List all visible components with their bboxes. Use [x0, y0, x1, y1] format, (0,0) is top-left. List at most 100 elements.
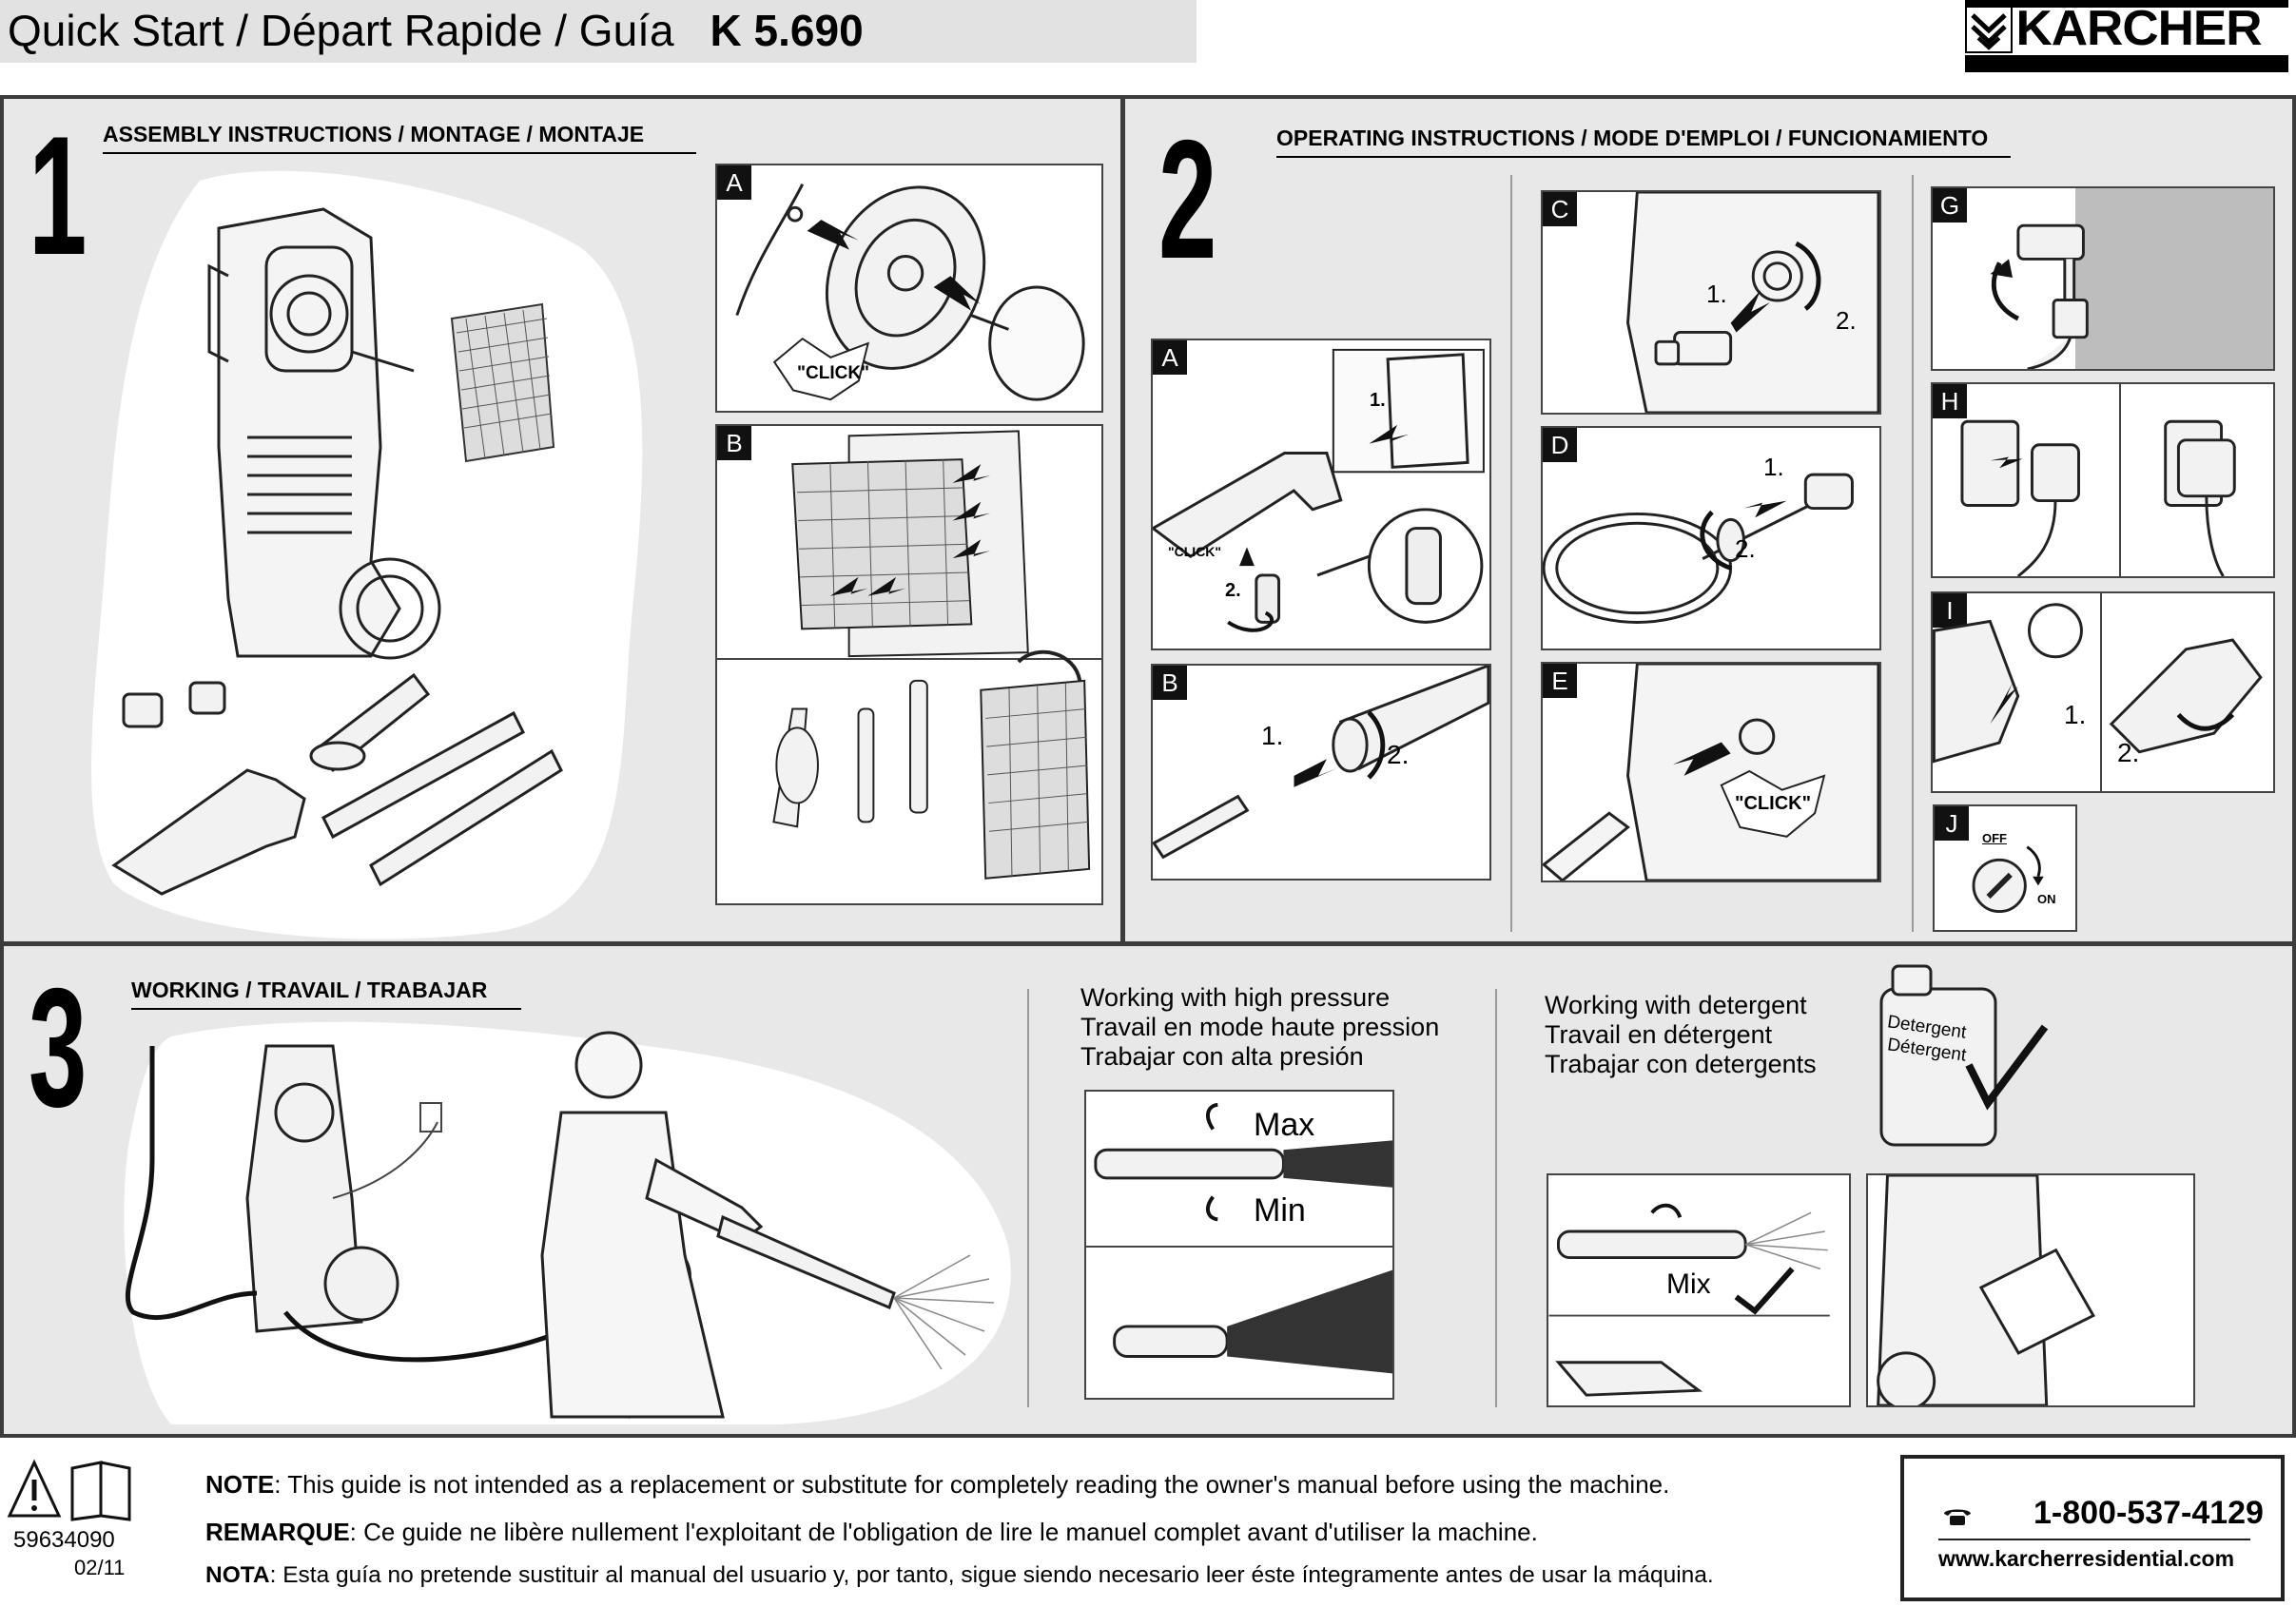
detergent-fill-panel	[1866, 1173, 2195, 1407]
heading-underline	[103, 152, 696, 154]
operating-heading: OPERATING INSTRUCTIONS / MODE D'EMPLOI /…	[1276, 126, 2011, 158]
mix-label: Mix	[1666, 1268, 1711, 1300]
operating-panel-b: B 1. 2.	[1151, 664, 1491, 881]
high-pressure-hose-illustration	[1543, 664, 1879, 881]
header-band	[0, 0, 1197, 63]
pressure-regulation-illustration	[1094, 1102, 1392, 1374]
assembly-heading-text: ASSEMBLY INSTRUCTIONS / MONTAGE / MONTAJ…	[103, 122, 645, 146]
wheel-assembly-illustration	[735, 184, 1085, 401]
operating-panel-c: C 1. 2.	[1541, 190, 1881, 415]
on-label: ON	[2037, 892, 2056, 906]
detergent-mix-panel: Mix	[1547, 1173, 1851, 1407]
column-rule-4	[1495, 989, 1497, 1407]
heading-underline	[1276, 156, 2011, 158]
column-rule-1	[1510, 175, 1512, 932]
gun-connection-illustration	[1153, 348, 1485, 632]
logo-bar-top	[1965, 0, 2288, 8]
click-callout: "CLICK"	[1168, 544, 1222, 559]
high-pressure-caption-en: Working with high pressure	[1080, 983, 1391, 1012]
revision-date: 02/11	[74, 1556, 126, 1579]
note-es-label: NOTA	[205, 1562, 270, 1588]
note-french: REMARQUE: Ce guide ne libère nullement l…	[205, 1518, 1538, 1546]
operating-panel-d: D 1. 2.	[1541, 426, 1881, 650]
note-fr-text: : Ce guide ne libère nullement l'exploit…	[349, 1518, 1538, 1546]
phone-number[interactable]: 1-800-537-4129	[2033, 1495, 2264, 1531]
column-rule-2	[1912, 175, 1914, 932]
water-inlet-illustration	[1626, 192, 1879, 413]
wall-shading	[2075, 188, 2273, 369]
column-rule-3	[1027, 989, 1029, 1407]
working-heading-text: WORKING / TRAVAIL / TRABAJAR	[131, 978, 488, 1002]
operating-panel-h: H	[1931, 382, 2275, 578]
operator-illustration	[124, 1021, 1011, 1424]
max-label: Max	[1254, 1107, 1315, 1143]
step-2-label: 2.	[2117, 738, 2140, 767]
detergent-pour-illustration	[1877, 1175, 2095, 1405]
brand-name: KÄRCHER	[2015, 1, 2262, 56]
power-plug-illustration	[1960, 419, 2236, 576]
working-heading: WORKING / TRAVAIL / TRABAJAR	[131, 978, 521, 1010]
note-fr-label: REMARQUE	[205, 1518, 350, 1546]
panel-label-g: G	[1933, 188, 1967, 223]
phone-icon	[1944, 1509, 1971, 1525]
section-number-2: 2	[1158, 105, 1217, 294]
pressure-panel-separator	[1086, 1246, 1392, 1248]
note-spanish: NOTA: Esta guía no pretende sustituir al…	[205, 1561, 1714, 1590]
click-callout: "CLICK"	[1735, 793, 1812, 814]
operating-panel-j: J OFF ON	[1933, 804, 2077, 932]
panel-label-e: E	[1543, 664, 1577, 698]
model-number: K 5.690	[710, 6, 864, 55]
panel-label-a: A	[1153, 340, 1187, 375]
lance-connection-illustration	[1153, 666, 1489, 860]
section-divider-vertical	[1120, 99, 1125, 945]
step-1-label: 1.	[2064, 700, 2087, 729]
assembly-panel-b: B	[715, 424, 1103, 905]
website-link[interactable]: www.karcherresidential.com	[1938, 1546, 2235, 1571]
panel-label-i: I	[1933, 593, 1967, 628]
contact-box: 1-800-537-4129 www.karcherresidential.co…	[1900, 1455, 2285, 1601]
note-english: NOTE: This guide is not intended as a re…	[205, 1470, 1669, 1499]
note-es-text: : Esta guía no pretende sustituir al man…	[269, 1562, 1714, 1588]
panel-i-separator	[2100, 593, 2102, 791]
step-1-label: 1.	[1370, 390, 1386, 411]
assembly-heading: ASSEMBLY INSTRUCTIONS / MONTAGE / MONTAJ…	[103, 122, 696, 154]
panel-label-c: C	[1543, 192, 1577, 226]
panel-label-b: B	[717, 426, 751, 460]
pressure-adjust-panel: Max Min	[1084, 1090, 1394, 1400]
machine-parts-illustration	[91, 170, 643, 939]
detergent-caption-es: Trabajar con detergents	[1545, 1050, 1817, 1078]
power-switch-illustration	[1972, 845, 2044, 914]
net-bag-attachment-illustration	[772, 430, 1091, 880]
note-en-text: : This guide is not intended as a replac…	[274, 1470, 1670, 1499]
chevron-icon	[1965, 6, 2013, 53]
detergent-nozzle-illustration	[1548, 1203, 1830, 1397]
assembly-panel-a: A "CLICK"	[715, 164, 1103, 413]
section-number-1: 1	[29, 101, 88, 290]
title-text: Quick Start / Départ Rapide / Guía	[8, 6, 674, 55]
logo-bar-bottom	[1965, 55, 2288, 72]
section-number-3: 3	[29, 953, 88, 1142]
step-1-label: 1.	[1763, 453, 1784, 481]
off-label: OFF	[1982, 831, 2007, 845]
panel-label-j: J	[1935, 806, 1969, 841]
warning-manual-icon	[7, 1459, 131, 1521]
trigger-lock-illustration	[1933, 603, 2263, 764]
step-2-label: 2.	[1225, 580, 1241, 601]
step-1-label: 1.	[1706, 280, 1727, 308]
detergent-caption-en: Working with detergent	[1545, 991, 1807, 1019]
operating-heading-text: OPERATING INSTRUCTIONS / MODE D'EMPLOI /…	[1276, 126, 1989, 150]
min-label: Min	[1254, 1192, 1306, 1229]
part-number: 59634090	[13, 1527, 115, 1553]
note-en-label: NOTE	[205, 1470, 275, 1499]
contact-rule	[1938, 1539, 2250, 1540]
click-callout: "CLICK"	[797, 363, 870, 383]
step-2-label: 2.	[1836, 306, 1857, 335]
high-pressure-caption-es: Trabajar con alta presión	[1080, 1042, 1364, 1071]
document-title: Quick Start / Départ Rapide / Guía K 5.69…	[8, 4, 864, 57]
hose-coupling-illustration	[1543, 473, 1854, 624]
heading-underline	[131, 1008, 521, 1010]
karcher-logo: KÄRCHER	[1965, 0, 2288, 74]
high-pressure-caption-fr: Travail en mode haute pression	[1080, 1013, 1440, 1041]
panel-label-h: H	[1933, 384, 1967, 418]
panel-label-a: A	[717, 165, 751, 200]
